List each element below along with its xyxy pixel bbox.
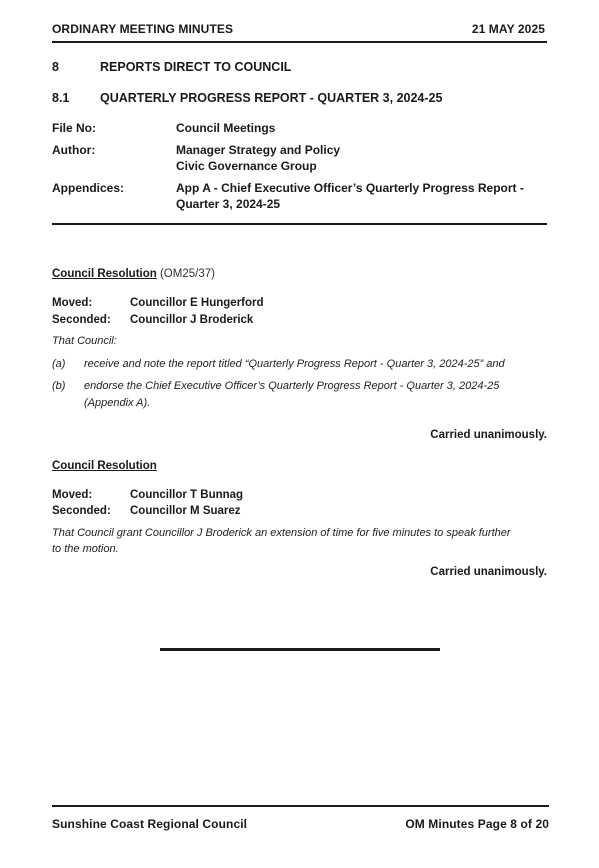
resolution-2-seconded-value: Councillor M Suarez bbox=[130, 505, 241, 517]
meta-rule bbox=[52, 223, 547, 225]
resolution-1-seconded-label: Seconded: bbox=[52, 314, 111, 326]
resolution-1-item-b-text-1: endorse the Chief Executive Officer’s Qu… bbox=[84, 380, 500, 392]
resolution-1-result: Carried unanimously. bbox=[430, 429, 547, 441]
file-value: Council Meetings bbox=[176, 121, 276, 135]
resolution-1-item-a-text: receive and note the report titled “Quar… bbox=[84, 358, 505, 370]
section-number: 8 bbox=[52, 60, 59, 74]
resolution-2-result: Carried unanimously. bbox=[430, 566, 547, 578]
resolution-1-moved-label: Moved: bbox=[52, 297, 93, 309]
author-line-1: Manager Strategy and Policy bbox=[176, 143, 341, 157]
resolution-1-item-b-marker: (b) bbox=[52, 380, 66, 392]
resolution-1-seconded-value: Councillor J Broderick bbox=[130, 314, 254, 326]
resolution-1-heading-line: Council Resolution (OM25/37) bbox=[52, 266, 215, 282]
resolution-1-intro: That Council: bbox=[52, 335, 117, 347]
resolution-2-text-2: to the motion. bbox=[52, 543, 119, 555]
header-title: ORDINARY MEETING MINUTES bbox=[52, 22, 234, 36]
author-label: Author: bbox=[52, 143, 96, 157]
resolution-2-moved-value: Councillor T Bunnag bbox=[130, 489, 244, 501]
appendices-line-2: Quarter 3, 2024-25 bbox=[176, 197, 281, 211]
subsection-number: 8.1 bbox=[52, 91, 70, 105]
footer-council-name: Sunshine Coast Regional Council bbox=[52, 817, 248, 831]
resolution-2-moved-label: Moved: bbox=[52, 489, 93, 501]
end-of-item-rule bbox=[160, 648, 440, 651]
author-line-2: Civic Governance Group bbox=[176, 159, 317, 173]
subsection-title: QUARTERLY PROGRESS REPORT - QUARTER 3, 2… bbox=[100, 91, 443, 105]
file-label: File No: bbox=[52, 121, 96, 135]
resolution-2-heading: Council Resolution bbox=[52, 460, 157, 472]
resolution-1-moved-value: Councillor E Hungerford bbox=[130, 297, 264, 309]
resolution-2-seconded-label: Seconded: bbox=[52, 505, 111, 517]
footer-page-number: OM Minutes Page 8 of 20 bbox=[405, 817, 549, 831]
resolution-1-item-b-text-2: (Appendix A). bbox=[84, 397, 151, 409]
footer-rule bbox=[52, 805, 549, 807]
appendices-label: Appendices: bbox=[52, 181, 125, 195]
resolution-2-text-1: That Council grant Councillor J Broderic… bbox=[52, 527, 511, 539]
appendices-line-1: App A - Chief Executive Officer’s Quarte… bbox=[176, 181, 524, 195]
header-date: 21 MAY 2025 bbox=[471, 22, 545, 36]
resolution-1-heading: Council Resolution bbox=[52, 268, 157, 280]
section-title: REPORTS DIRECT TO COUNCIL bbox=[100, 60, 292, 74]
resolution-1-ref: (OM25/37) bbox=[156, 268, 215, 280]
header-rule bbox=[52, 41, 547, 43]
resolution-1-item-a-marker: (a) bbox=[52, 358, 66, 370]
